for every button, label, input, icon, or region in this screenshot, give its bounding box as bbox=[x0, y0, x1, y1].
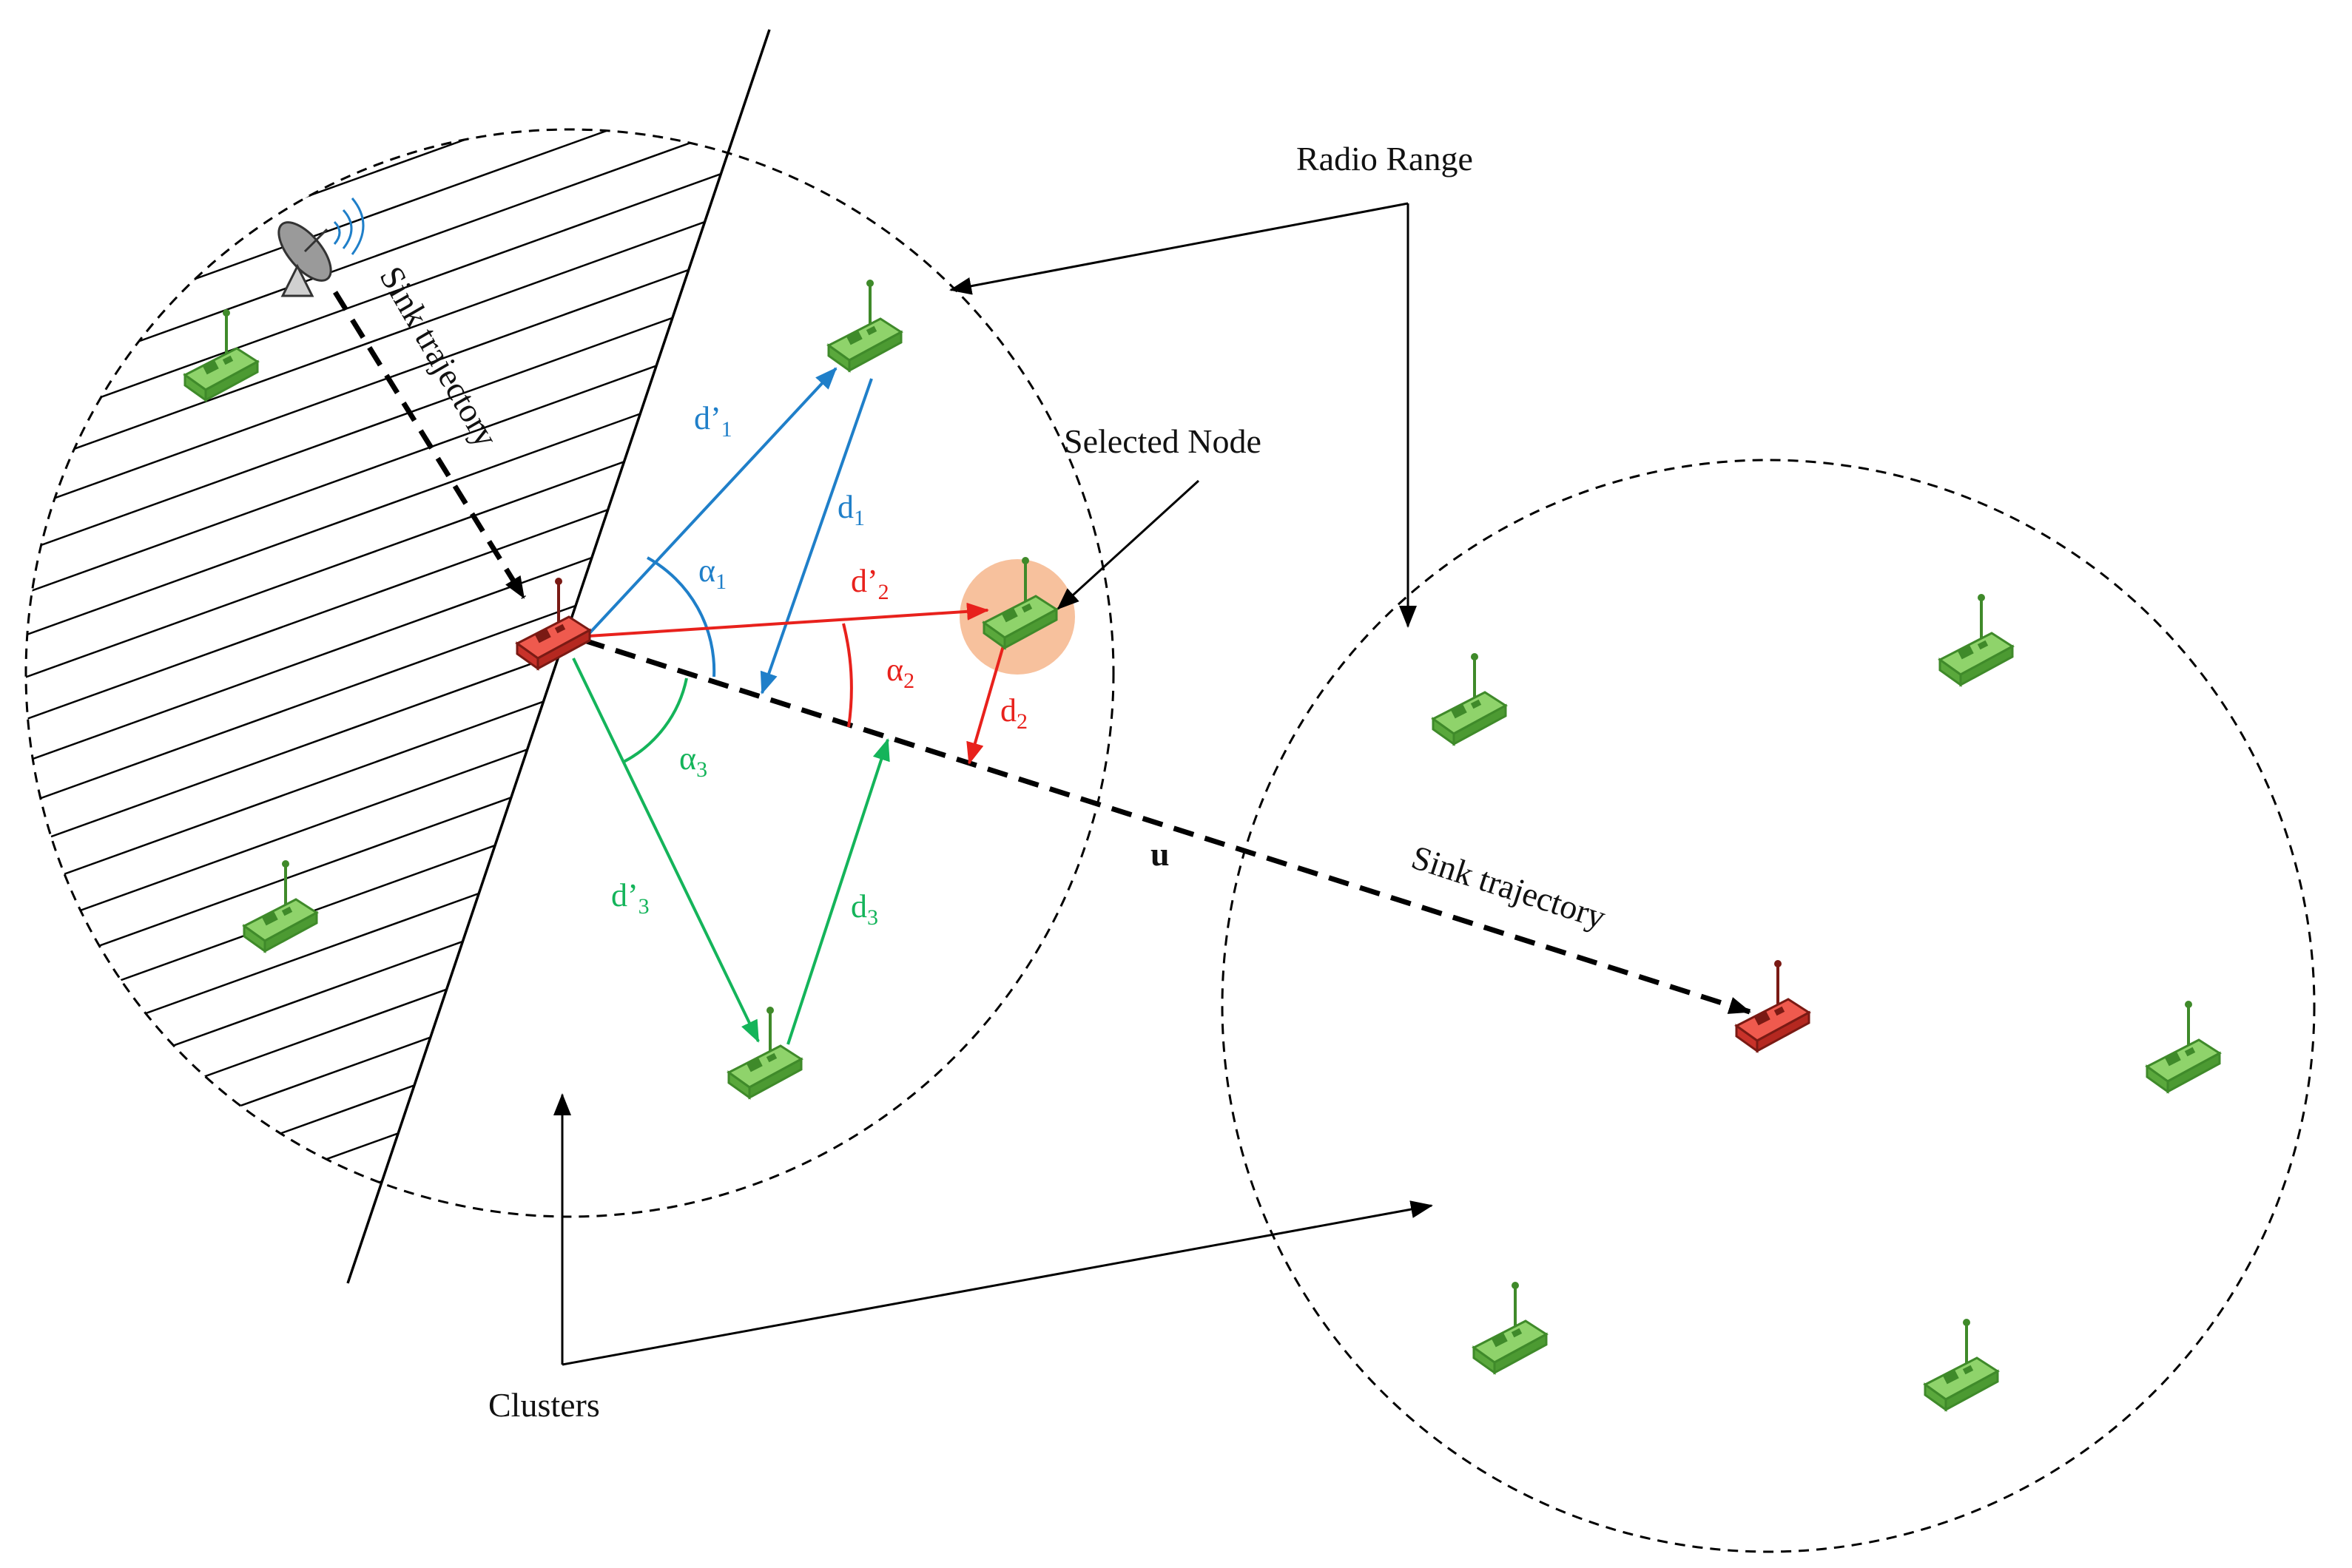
d1-prime-label: d’1 bbox=[694, 400, 732, 442]
alpha3-arc bbox=[623, 677, 688, 763]
sink-trajectory-label-left: Sink trajectory bbox=[372, 260, 505, 453]
d3-label: d3 bbox=[851, 888, 878, 930]
right-cluster-range bbox=[1221, 459, 2316, 1553]
alpha3-label: α3 bbox=[679, 740, 707, 782]
alpha2-label: α2 bbox=[886, 652, 914, 693]
radio-range-pointer-left bbox=[949, 202, 1409, 295]
sensor-node-icon bbox=[827, 278, 903, 372]
d3-prime-vector bbox=[572, 658, 760, 1043]
hatched-region bbox=[26, 129, 851, 1217]
sensor-node-icon bbox=[727, 1005, 803, 1099]
sink-trajectory-main bbox=[583, 638, 1751, 1015]
d1-label: d1 bbox=[838, 489, 865, 530]
alpha2-arc bbox=[842, 623, 853, 728]
satellite-dish-icon bbox=[277, 197, 365, 297]
clusters-label: Clusters bbox=[488, 1386, 600, 1424]
u-label: u bbox=[1150, 835, 1170, 873]
d3-prime-label: d’3 bbox=[611, 877, 650, 919]
sensor-node-icon bbox=[1938, 592, 2014, 686]
sensor-node-icon bbox=[1472, 1280, 1548, 1374]
alpha1-arc bbox=[647, 556, 716, 677]
sink-trajectory-upper bbox=[333, 291, 526, 599]
sensor-node-icon bbox=[2146, 999, 2221, 1093]
sensor-node-icon bbox=[1924, 1317, 1999, 1411]
alpha1-label: α1 bbox=[698, 552, 727, 594]
sink-trajectory-label-right: Sink trajectory bbox=[1407, 838, 1611, 936]
sensor-node-icon bbox=[243, 859, 318, 953]
selected-node-label: Selected Node bbox=[1064, 422, 1261, 460]
selected-node-pointer bbox=[1057, 479, 1200, 610]
sink-node-icon bbox=[1735, 959, 1810, 1052]
d1-prime-vector bbox=[587, 367, 838, 636]
clusters-pointer-right bbox=[562, 1200, 1433, 1366]
d2-vector bbox=[966, 643, 1005, 765]
radio-range-label: Radio Range bbox=[1296, 140, 1473, 178]
d2-prime-vector bbox=[587, 602, 989, 638]
left-cluster-range bbox=[24, 128, 1115, 1218]
d3-vector bbox=[786, 738, 890, 1045]
d1-vector bbox=[760, 378, 873, 695]
d2-prime-label: d’2 bbox=[851, 563, 889, 604]
sensor-node-icon bbox=[1432, 652, 1507, 746]
d2-label: d2 bbox=[1000, 692, 1028, 734]
